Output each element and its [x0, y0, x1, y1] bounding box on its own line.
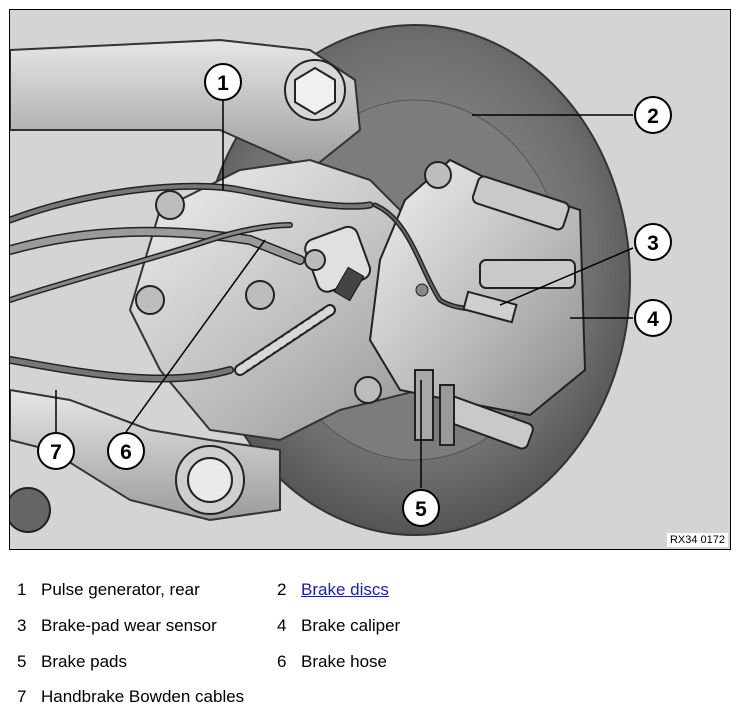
legend-item-4: 4 Brake caliper [277, 616, 400, 636]
callout-1: 1 [204, 63, 242, 101]
brake-discs-link[interactable]: Brake discs [301, 580, 389, 599]
leader-lines [55, 101, 634, 488]
callout-5: 5 [402, 489, 440, 527]
svg-text:1: 1 [217, 72, 229, 95]
legend-number: 4 [277, 616, 287, 635]
legend-number: 1 [17, 580, 27, 599]
legend-number: 3 [17, 616, 27, 635]
legend-item-3: 3 Brake-pad wear sensor [17, 616, 217, 636]
legend-item-1: 1 Pulse generator, rear [17, 580, 200, 600]
legend-label: Brake caliper [301, 616, 401, 635]
callout-4: 4 [634, 299, 672, 337]
legend-number: 5 [17, 652, 27, 671]
upper-arm-shape [10, 38, 362, 172]
legend-number: 2 [277, 580, 287, 599]
legend-label: Brake-pad wear sensor [41, 616, 217, 635]
svg-text:2: 2 [647, 105, 659, 128]
legend-number: 7 [17, 687, 27, 706]
figure-code: RX34 0172 [666, 533, 728, 547]
handbrake-spring-shape [234, 304, 336, 376]
brake-pads-shape [414, 369, 455, 446]
callout-2: 2 [634, 96, 672, 134]
svg-text:7: 7 [50, 441, 62, 464]
legend-item-7: 7 Handbrake Bowden cables [17, 687, 244, 707]
legend-label: Handbrake Bowden cables [41, 687, 245, 706]
svg-text:6: 6 [120, 441, 132, 464]
callouts: 1 2 3 4 5 6 7 [37, 63, 672, 527]
lower-arm-shape [10, 388, 281, 533]
legend-label: Brake hose [301, 652, 387, 671]
cables-shape [10, 182, 518, 383]
legend-label: Pulse generator, rear [41, 580, 200, 599]
callout-7: 7 [37, 432, 75, 470]
callout-3: 3 [634, 223, 672, 261]
svg-text:5: 5 [415, 498, 427, 521]
pulse-generator-shape [304, 225, 372, 302]
legend-label: Brake pads [41, 652, 127, 671]
legend-item-6: 6 Brake hose [277, 652, 387, 672]
legend-item-2: 2 Brake discs [277, 580, 389, 600]
svg-text:3: 3 [647, 232, 659, 255]
legend-item-5: 5 Brake pads [17, 652, 127, 672]
brake-assembly-illustration: 1 2 3 4 5 6 7 [9, 9, 731, 550]
callout-6: 6 [107, 432, 145, 470]
illustration-svg: 1 2 3 4 5 6 7 [10, 10, 730, 549]
legend-number: 6 [277, 652, 287, 671]
svg-text:4: 4 [647, 308, 659, 331]
